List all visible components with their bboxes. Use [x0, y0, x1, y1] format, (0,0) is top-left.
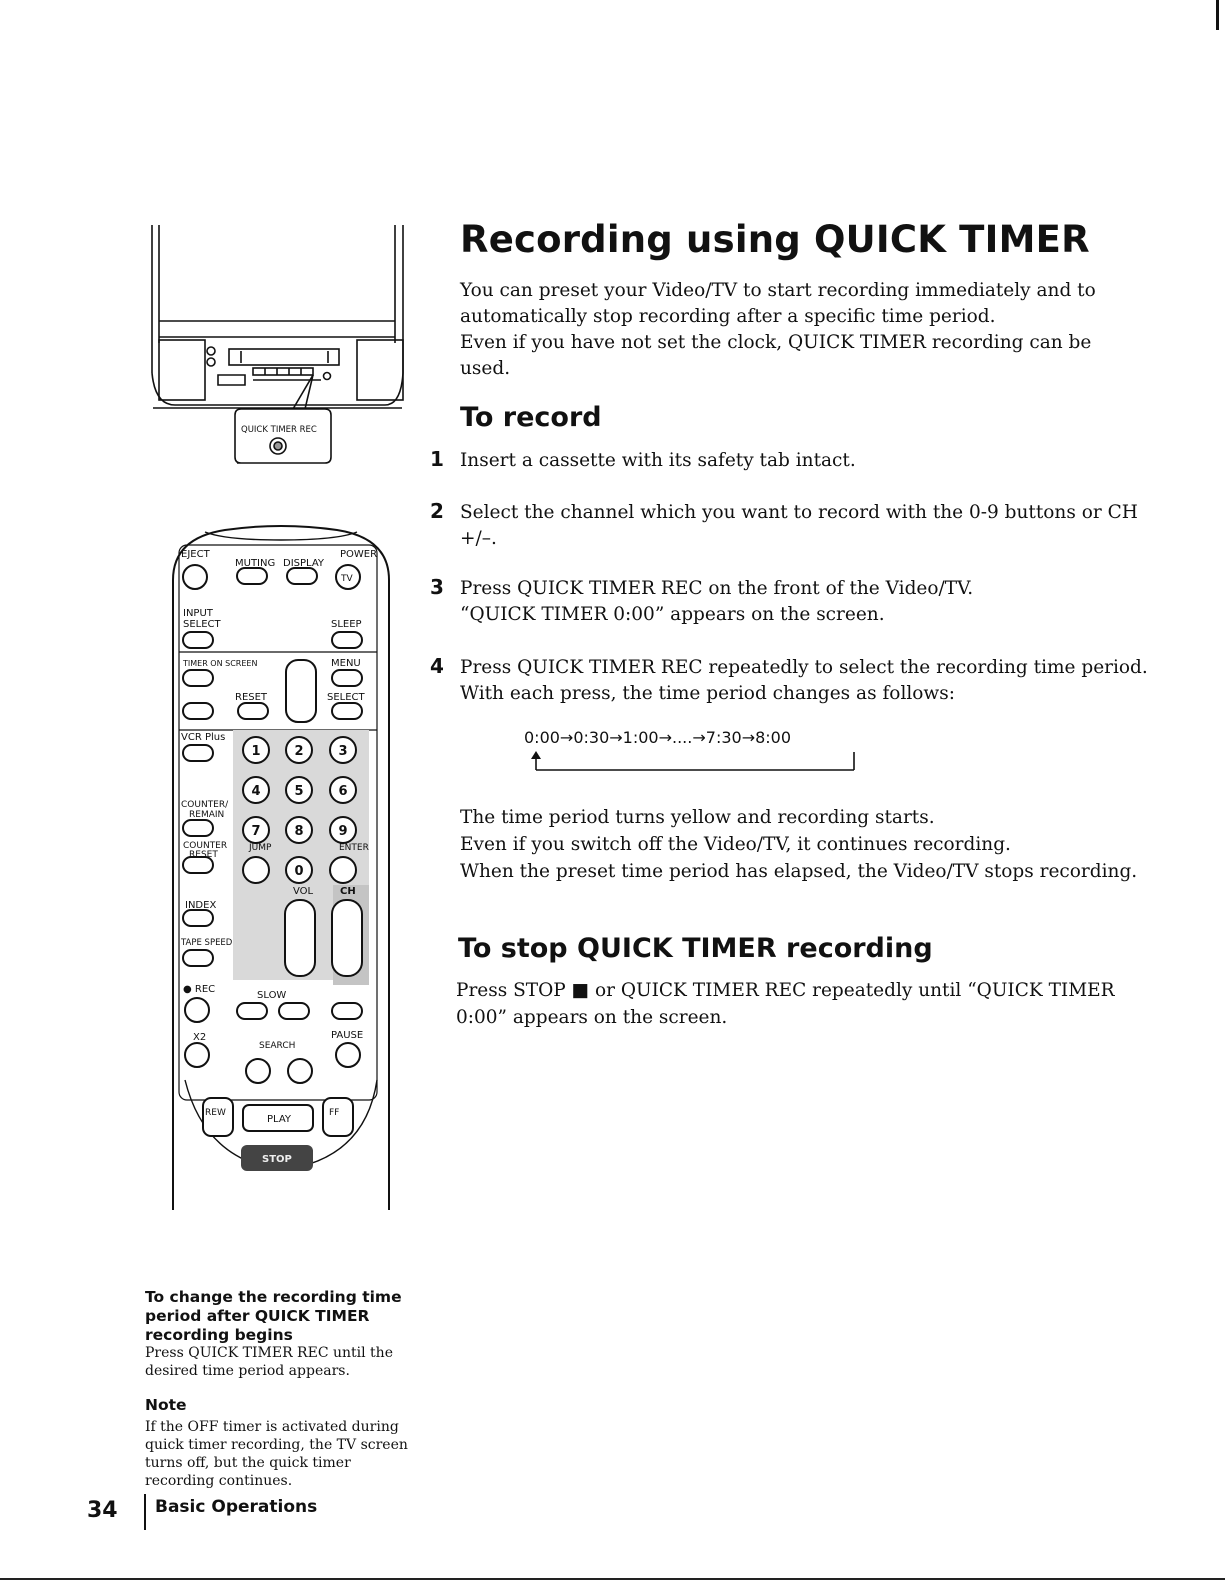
change-time-heading: To change the recording time period afte… — [145, 1288, 402, 1344]
step-number: 1 — [430, 447, 444, 471]
svg-text:4: 4 — [251, 784, 260, 799]
page-number: 34 — [87, 1498, 118, 1523]
stop-paragraph: Press STOP ■ or QUICK TIMER REC repeated… — [456, 980, 1115, 1028]
time-sequence: 0:00→0:30→1:00→....→7:30→8:00 — [524, 728, 792, 747]
sequence-loop-arrow — [531, 751, 855, 771]
svg-text:6: 6 — [338, 784, 347, 799]
svg-text:1: 1 — [251, 744, 260, 759]
svg-text:9: 9 — [338, 824, 347, 839]
svg-text:ENTER: ENTER — [339, 843, 369, 853]
svg-text:TAPE SPEED: TAPE SPEED — [180, 938, 233, 948]
bottom-rule — [0, 1578, 1225, 1580]
svg-text:INPUT: INPUT — [183, 608, 214, 619]
svg-text:FF: FF — [329, 1108, 339, 1118]
svg-text:STOP: STOP — [262, 1154, 292, 1165]
svg-text:CH: CH — [340, 886, 356, 897]
svg-text:0: 0 — [294, 864, 303, 879]
svg-text:POWER: POWER — [340, 549, 377, 560]
svg-text:COUNTER: COUNTER — [183, 841, 227, 851]
svg-text:INDEX: INDEX — [185, 900, 216, 911]
step-text: Press QUICK TIMER REC on the front of th… — [460, 578, 974, 625]
remote-control-illustration: EJECT MUTING DISPLAY POWER TV INPUT SELE… — [172, 525, 390, 1210]
result-paragraph: The time period turns yellow and recordi… — [460, 807, 1138, 882]
step-text: Press QUICK TIMER REC repeatedly to sele… — [460, 657, 1148, 704]
to-stop-heading: To stop QUICK TIMER recording — [458, 933, 933, 964]
svg-text:MUTING: MUTING — [235, 558, 275, 569]
svg-text:● REC: ● REC — [183, 984, 215, 995]
svg-text:DISPLAY: DISPLAY — [283, 558, 325, 569]
page-edge-mark — [1216, 0, 1219, 30]
svg-text:RESET: RESET — [235, 692, 268, 703]
svg-text:8: 8 — [294, 824, 303, 839]
svg-text:REW: REW — [205, 1108, 226, 1118]
step-text: Select the channel which you want to rec… — [460, 502, 1138, 549]
svg-text:X2: X2 — [193, 1032, 206, 1043]
svg-text:PAUSE: PAUSE — [331, 1030, 363, 1041]
svg-text:RESET: RESET — [189, 850, 218, 860]
to-record-heading: To record — [460, 402, 602, 433]
svg-text:TIMER ON SCREEN: TIMER ON SCREEN — [182, 659, 257, 668]
svg-text:JUMP: JUMP — [248, 843, 272, 853]
svg-text:5: 5 — [294, 784, 303, 799]
section-label: Basic Operations — [155, 1497, 318, 1517]
svg-text:2: 2 — [294, 744, 303, 759]
step-text: Insert a cassette with its safety tab in… — [460, 450, 856, 471]
svg-text:VOL: VOL — [293, 886, 314, 897]
svg-text:SELECT: SELECT — [183, 619, 222, 630]
page-title: Recording using QUICK TIMER — [460, 218, 1090, 261]
step-number: 3 — [430, 575, 444, 599]
svg-text:SELECT: SELECT — [327, 692, 366, 703]
svg-text:VCR Plus: VCR Plus — [181, 732, 225, 743]
svg-text:COUNTER/: COUNTER/ — [181, 800, 229, 810]
intro-paragraph: You can preset your Video/TV to start re… — [460, 280, 1096, 379]
svg-text:PLAY: PLAY — [267, 1114, 292, 1125]
tv-front-illustration: QUICK TIMER REC — [151, 225, 404, 464]
svg-text:SEARCH: SEARCH — [259, 1041, 295, 1051]
step-number: 4 — [430, 654, 444, 678]
svg-text:3: 3 — [338, 744, 347, 759]
quick-timer-rec-callout: QUICK TIMER REC — [241, 425, 317, 435]
note-heading: Note — [145, 1396, 187, 1414]
svg-text:7: 7 — [251, 824, 260, 839]
change-time-body: Press QUICK TIMER REC until the desired … — [145, 1345, 393, 1379]
svg-text:SLOW: SLOW — [257, 990, 286, 1001]
svg-text:SLEEP: SLEEP — [331, 619, 362, 630]
note-body: If the OFF timer is activated during qui… — [145, 1419, 408, 1489]
svg-text:MENU: MENU — [331, 658, 361, 669]
step-number: 2 — [430, 499, 444, 523]
footer-divider — [144, 1494, 146, 1530]
svg-text:REMAIN: REMAIN — [189, 810, 224, 820]
svg-text:EJECT: EJECT — [181, 549, 211, 560]
svg-text:TV: TV — [340, 574, 353, 584]
